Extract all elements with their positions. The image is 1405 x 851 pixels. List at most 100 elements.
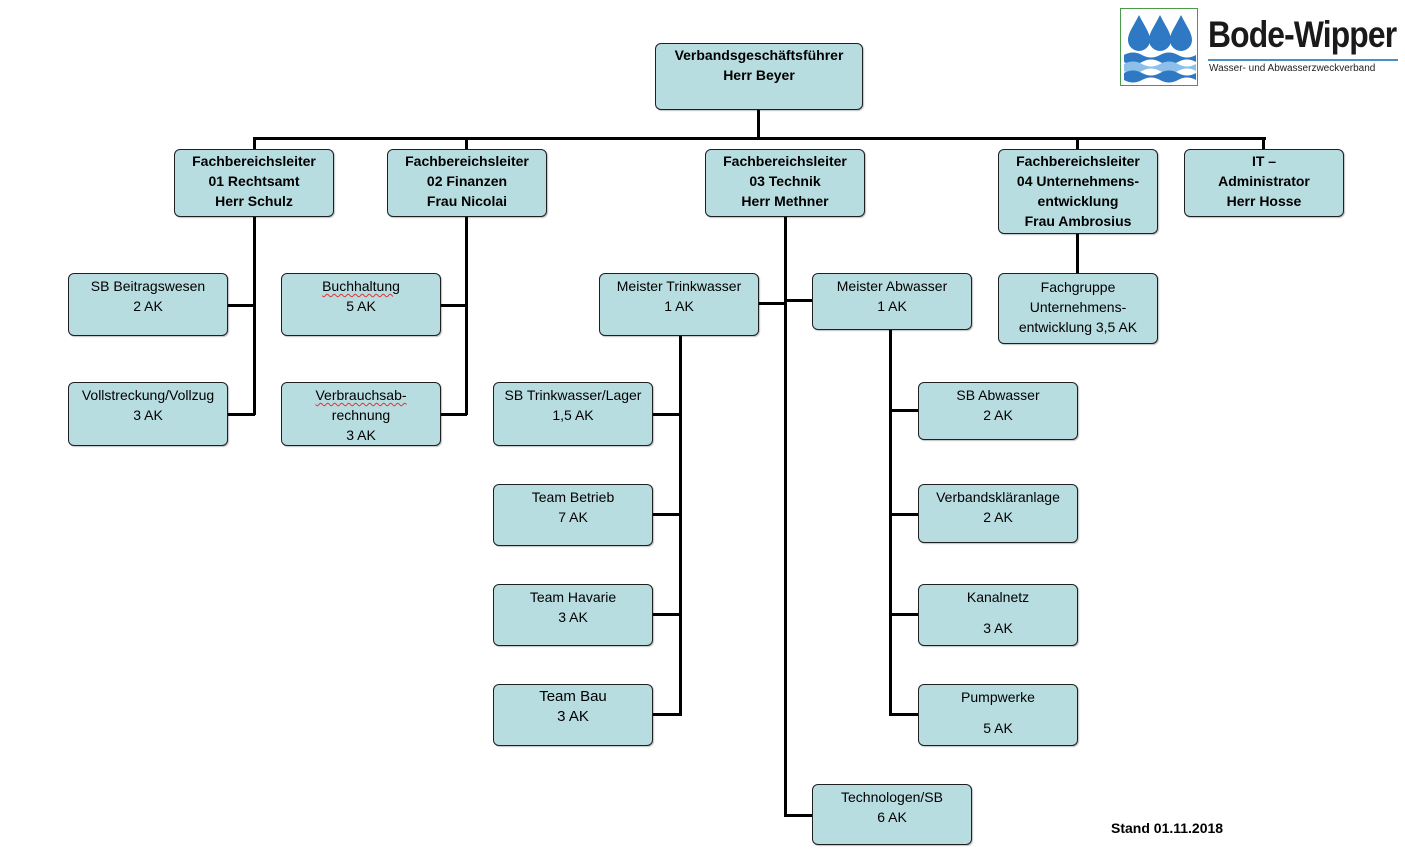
box-line: 3 AK <box>983 620 1013 636</box>
box-line: Herr Hosse <box>1226 193 1302 209</box>
connector-line <box>784 216 787 816</box>
connector-line <box>889 409 919 412</box>
box-line: Herr Methner <box>741 193 829 209</box>
box-team-bau: Team Bau 3 AK <box>493 684 653 746</box>
box-line: IT – <box>1251 153 1277 169</box>
box-line: SB Beitragswesen <box>90 278 206 294</box>
box-line: Fachbereichsleiter <box>723 153 847 169</box>
box-line: 1,5 AK <box>552 407 594 423</box>
connector-line <box>679 335 682 716</box>
box-line: Team Havarie <box>529 589 617 605</box>
connector-line <box>889 513 919 516</box>
box-team-havarie: Team Havarie 3 AK <box>493 584 653 646</box>
box-sb-abwasser: SB Abwasser 2 AK <box>918 382 1078 440</box>
connector-line <box>889 329 892 716</box>
box-line: Team Betrieb <box>531 489 615 505</box>
connector-line <box>227 413 255 416</box>
box-line: Meister Abwasser <box>836 278 948 294</box>
connector-line <box>1076 232 1079 274</box>
box-line: 3 AK <box>557 708 589 725</box>
box-line: Herr Schulz <box>215 193 293 209</box>
box-line: 02 Finanzen <box>426 173 508 189</box>
box-line: Herr Beyer <box>723 67 795 83</box>
connector-line <box>465 137 468 150</box>
box-line: Verbandsgeschäftsführer <box>674 47 844 63</box>
box-line: 5 AK <box>983 720 1013 736</box>
logo-title: Bode-Wipper <box>1208 14 1397 55</box>
box-line: 5 AK <box>346 298 376 314</box>
box-line: 6 AK <box>877 809 907 825</box>
box-line: Meister Trinkwasser <box>616 278 742 294</box>
box-line: entwicklung <box>1037 193 1119 209</box>
logo-rule <box>1208 59 1398 61</box>
bode-wipper-logo: Bode-Wipper Wasser- und Abwasserzweckver… <box>1120 8 1400 88</box>
connector-line <box>758 302 786 305</box>
box-verbandsklaeranlage: Verbandskläranlage 2 AK <box>918 484 1078 543</box>
box-finanzen: Fachbereichsleiter 02 Finanzen Frau Nico… <box>387 149 547 217</box>
box-technologen-sb: Technologen/SB 6 AK <box>812 784 972 845</box>
box-team-betrieb: Team Betrieb 7 AK <box>493 484 653 546</box>
box-buchhaltung: Buchhaltung 5 AK <box>281 273 441 336</box>
box-line: 01 Rechtsamt <box>208 173 300 189</box>
box-line: 03 Technik <box>749 173 821 189</box>
box-line: 2 AK <box>133 298 163 314</box>
connector-line <box>652 613 681 616</box>
box-line: 1 AK <box>664 298 694 314</box>
box-line: 3 AK <box>133 407 163 423</box>
connector-line <box>1076 137 1079 150</box>
connector-line <box>253 137 1266 140</box>
box-line: Verbandskläranlage <box>936 489 1060 505</box>
box-line: Fachbereichsleiter <box>405 153 529 169</box>
box-line: rechnung <box>331 407 391 423</box>
connector-line <box>253 137 256 150</box>
connector-line <box>757 109 760 139</box>
connector-line <box>889 713 919 716</box>
box-line: 2 AK <box>983 509 1013 525</box>
box-meister-trinkwasser: Meister Trinkwasser 1 AK <box>599 273 759 336</box>
box-line: Fachgruppe <box>1040 279 1116 295</box>
box-line: 7 AK <box>558 509 588 525</box>
box-line: 3 AK <box>346 427 376 443</box>
box-fachgruppe-unternehmensentwicklung: Fachgruppe Unternehmens- entwicklung 3,5… <box>998 273 1158 344</box>
connector-line <box>439 413 467 416</box>
stand-date: Stand 01.11.2018 <box>1111 820 1224 836</box>
box-meister-abwasser: Meister Abwasser 1 AK <box>812 273 972 330</box>
box-line: entwicklung 3,5 AK <box>1018 319 1138 335</box>
box-line: Team Bau <box>539 688 607 705</box>
box-line: Buchhaltung <box>322 278 400 294</box>
box-line: Administrator <box>1218 173 1310 189</box>
connector-line <box>889 613 919 616</box>
box-unternehmensentwicklung: Fachbereichsleiter 04 Unternehmens- entw… <box>998 149 1158 234</box>
box-line: SB Abwasser <box>956 387 1040 403</box>
box-line: Verbrauchsab- <box>315 387 407 403</box>
connector-line <box>1262 137 1265 150</box>
box-line: Fachbereichsleiter <box>1016 153 1140 169</box>
connector-line <box>652 713 681 716</box>
connector-line <box>652 413 681 416</box>
box-line: Frau Ambrosius <box>1024 213 1132 229</box>
box-line: 04 Unternehmens- <box>1016 173 1140 189</box>
box-line: Vollstreckung/Vollzug <box>81 387 215 403</box>
connector-line <box>465 216 468 415</box>
box-sb-trinkwasser-lager: SB Trinkwasser/Lager 1,5 AK <box>493 382 653 446</box>
box-line: Pumpwerke <box>961 689 1035 705</box>
box-line: Fachbereichsleiter <box>192 153 316 169</box>
connector-line <box>784 814 812 817</box>
water-drops-logo-icon <box>1120 8 1198 86</box>
box-kanalnetz: Kanalnetz 3 AK <box>918 584 1078 646</box>
logo-subtitle: Wasser- und Abwasserzweckverband <box>1209 63 1376 74</box>
box-technik: Fachbereichsleiter 03 Technik Herr Methn… <box>705 149 865 217</box>
box-line: Technologen/SB <box>841 789 943 805</box>
box-line: Frau Nicolai <box>426 193 508 209</box>
box-line: Unternehmens- <box>1029 299 1127 315</box>
box-line: Kanalnetz <box>966 589 1030 605</box>
connector-line <box>253 216 256 415</box>
box-sb-beitragswesen: SB Beitragswesen 2 AK <box>68 273 228 336</box>
box-line: 1 AK <box>877 298 907 314</box>
box-rechtsamt: Fachbereichsleiter 01 Rechtsamt Herr Sch… <box>174 149 334 217</box>
connector-line <box>784 299 812 302</box>
box-vollstreckung: Vollstreckung/Vollzug 3 AK <box>68 382 228 446</box>
box-line: SB Trinkwasser/Lager <box>504 387 642 403</box>
connector-line <box>652 513 681 516</box>
box-line: 2 AK <box>983 407 1013 423</box>
